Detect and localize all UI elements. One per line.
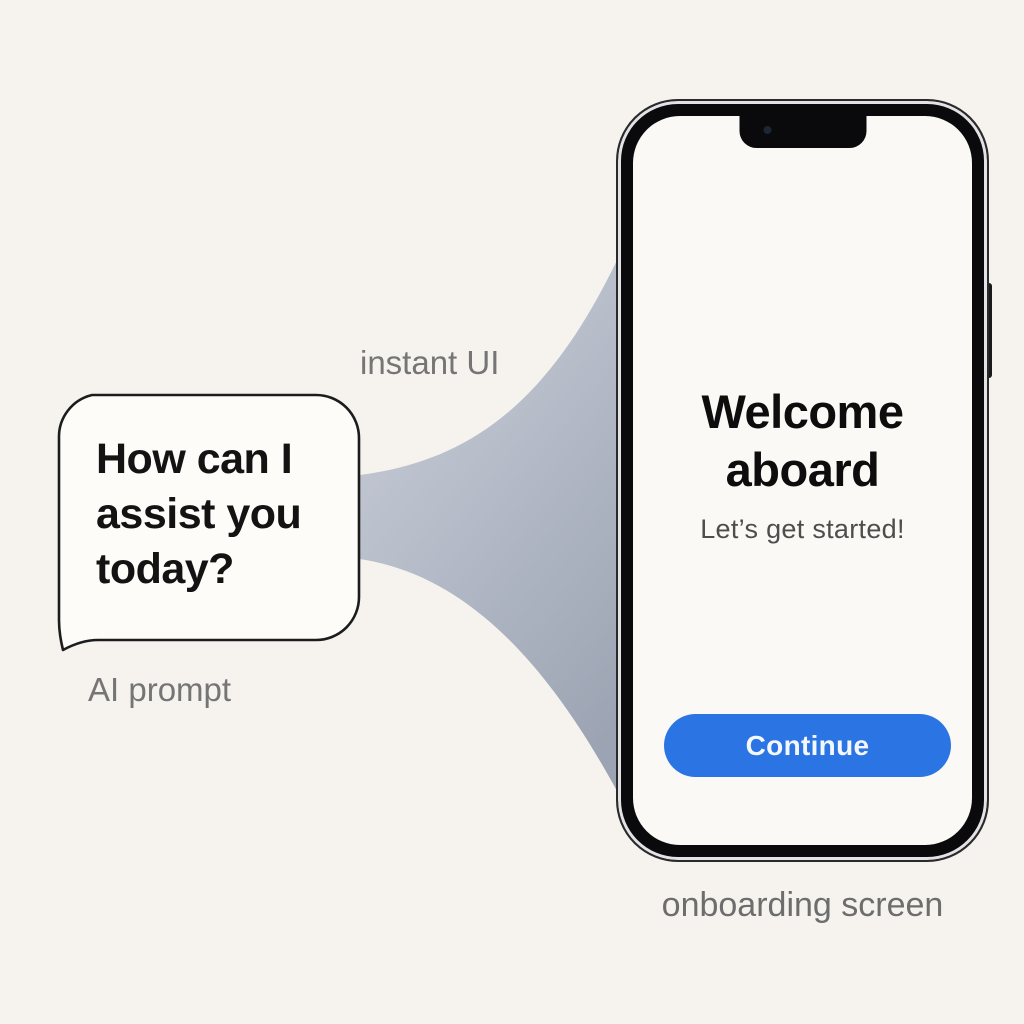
phone-notch [739,116,866,148]
ai-prompt-bubble: How can I assist you today? [46,392,362,660]
phone-mockup: Welcome aboard Let’s get started! Contin… [616,99,989,862]
front-camera-icon [763,126,771,134]
onboarding-screen: Welcome aboard Let’s get started! Contin… [633,116,972,845]
caption-ai-prompt: AI prompt [88,671,232,708]
continue-button[interactable]: Continue [664,714,951,777]
speech-bubble-outline [57,393,361,652]
welcome-subtitle: Let’s get started! [700,514,905,544]
caption-onboarding-screen: onboarding screen [661,886,944,924]
caption-instant-ui: instant UI [360,344,500,381]
welcome-title: Welcome aboard [701,385,905,496]
prompt-text: How can I assist you today? [96,435,302,593]
